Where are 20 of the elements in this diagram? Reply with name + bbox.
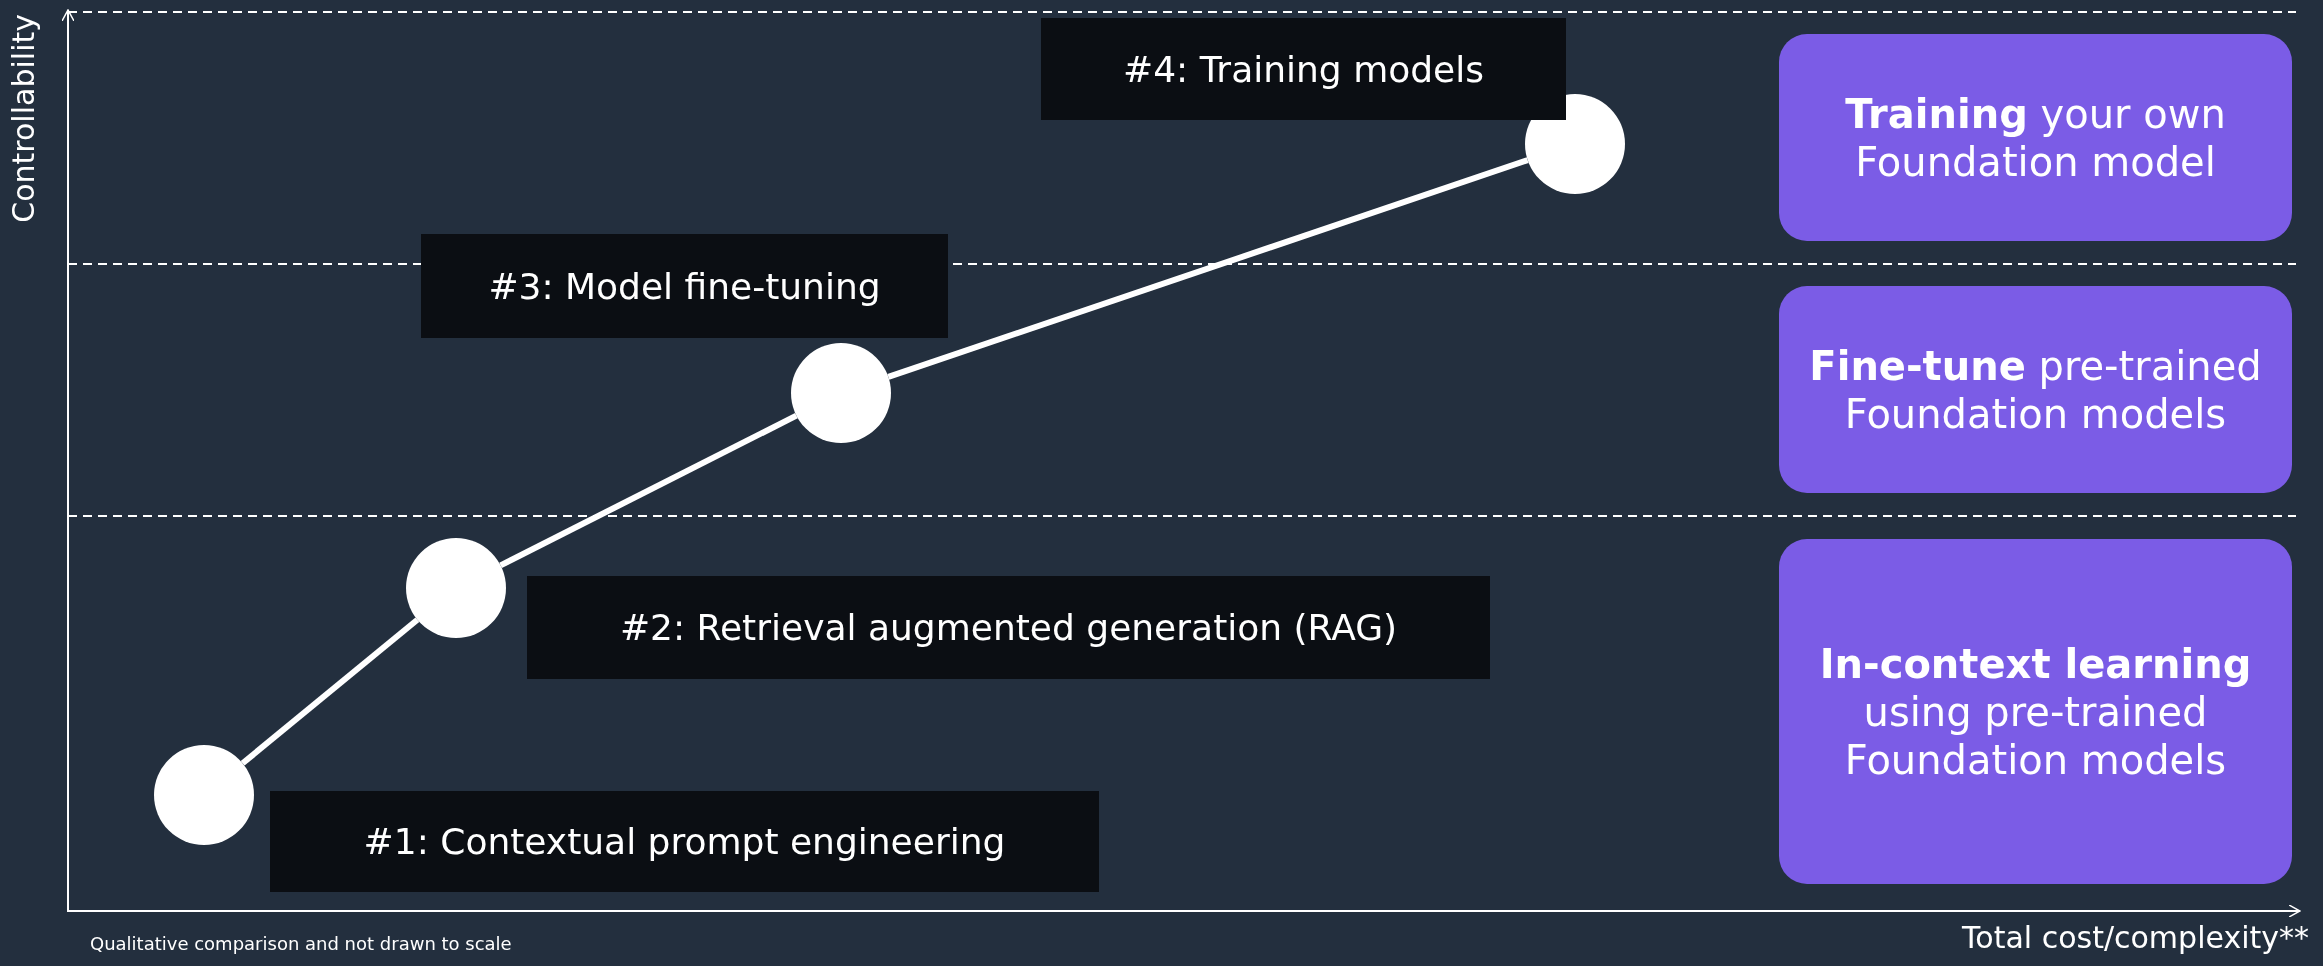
connector-line <box>887 157 1529 380</box>
step-text: #4: Training models <box>1123 48 1484 90</box>
step-text: #2: Retrieval augmented generation (RAG) <box>619 607 1398 648</box>
step-text: #3: Model fine-tuning <box>488 265 881 307</box>
connector-line <box>240 617 420 766</box>
axis-label: Controllability <box>6 14 41 223</box>
card-text: Training your own Foundation model <box>1844 89 2227 186</box>
footnote: Qualitative comparison and not drawn to scale <box>90 933 512 954</box>
step-label <box>421 234 948 338</box>
step-label <box>1041 18 1566 120</box>
step-label <box>270 791 1099 892</box>
card-text: Fine-tune pre-trained Foundation models <box>1808 341 2263 438</box>
category-card <box>1779 539 2292 884</box>
step-text: #1: Contextual prompt engineering <box>363 821 1006 862</box>
axis-label: Total cost/complexity** <box>1962 920 2309 955</box>
step-label <box>527 576 1490 679</box>
category-card <box>1779 286 2292 493</box>
connector-line <box>499 412 798 569</box>
card-text: In-context learning using pre-trained Foundation models <box>1818 639 2253 784</box>
category-card <box>1779 34 2292 241</box>
